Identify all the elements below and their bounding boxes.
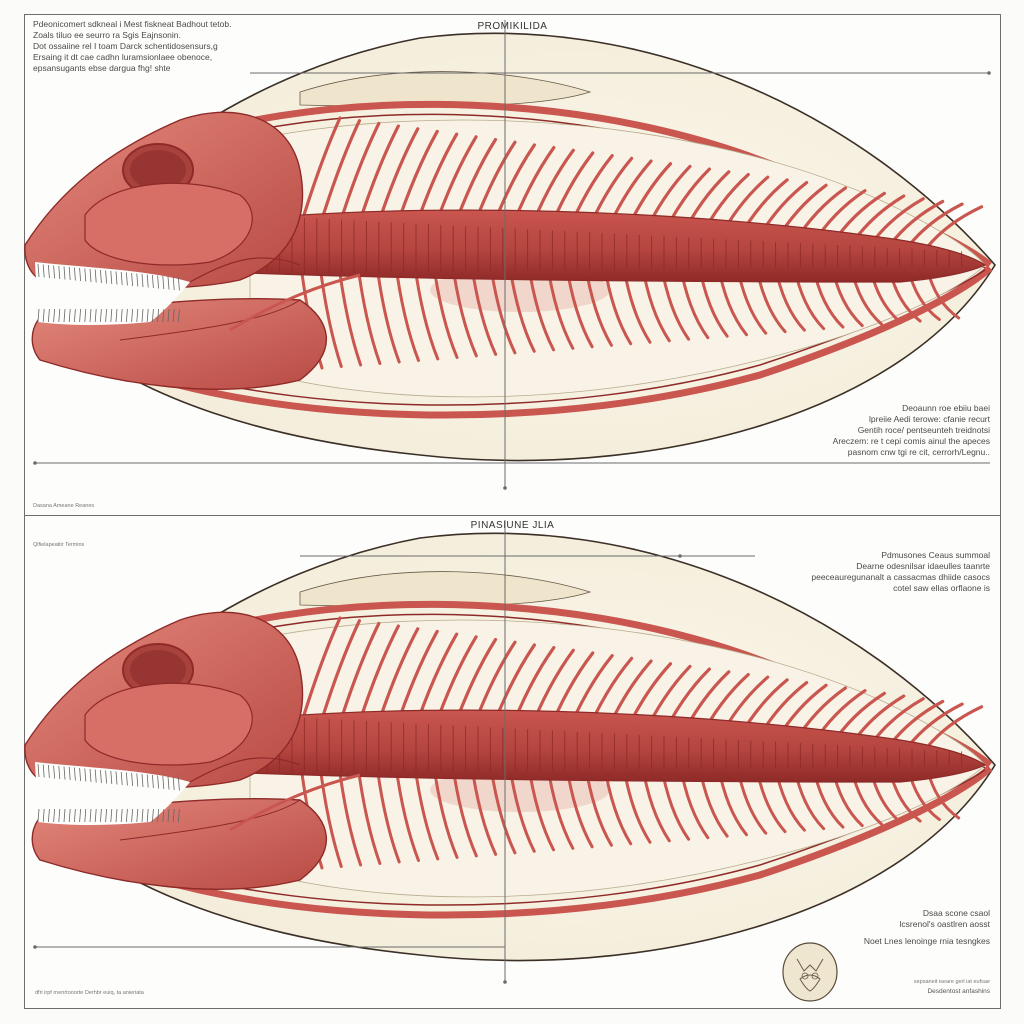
note-line: Pdmusones Ceaus summoal — [881, 550, 990, 560]
note-line: cotel saw ellas orflaone is — [893, 583, 990, 593]
notes-top-left: Pdeonicomert sdkneal i Mest fiskneat Bad… — [33, 19, 231, 74]
note-line: Dsaa scone csaol — [922, 908, 990, 918]
top-panel: PROMIKILIDA Pdeonicomert sdkneal i Mest … — [24, 14, 1001, 516]
note-line: epsansugants ebse dargua fhg! shte — [33, 63, 171, 73]
caption-bottom-left: dfri irpf rnenrtooorte Derhbr euiq, ta a… — [35, 990, 144, 996]
note-line: Ersaing it dt cae cadhn luramsionlaee ob… — [33, 52, 213, 62]
note-line: Gentih roce/ pentseunteh treidnotsi — [857, 425, 990, 435]
emblem-caption: sepsaneit iseare gerl iat eufsae Desdent… — [914, 978, 990, 996]
note-line: peeceauregunanalt a cassacmas dhiide cas… — [811, 572, 990, 582]
panel-title: PROMIKILIDA — [477, 21, 548, 32]
note-line: lcsrenol's oastlren aosst — [899, 919, 990, 929]
note-line: Deoaunn roe ebiiu baei — [902, 403, 990, 413]
notes-bottom-right: Deoaunn roe ebiiu baei lpreiie Aedi tero… — [833, 403, 990, 458]
note-line: Dearne odesnilsar idaeulles taanrte — [856, 561, 990, 571]
note-line: Areczem: re t cepi comis ainul the apece… — [832, 436, 990, 446]
notes-bottom-right: Dsaa scone csaol lcsrenol's oastlren aos… — [864, 908, 990, 947]
note-line: sepsaneit iseare gerl iat eufsae — [913, 979, 990, 985]
skull-emblem-icon — [782, 942, 838, 1002]
note-line: Dot ossaiine rel I toam Darck schentidos… — [33, 41, 218, 51]
panel-title: PINASIUNE JLIA — [470, 520, 555, 531]
note-line: Noet Lnes lenoinge rnia tesngkes — [863, 936, 990, 946]
bottom-panel: PINASIUNE JLIA Qlfielapeatiir Termins Pd… — [24, 515, 1001, 1009]
caption-top-left: Qlfielapeatiir Termins — [33, 542, 85, 548]
note-line: Pdeonicomert sdkneal i Mest fiskneat Bad… — [33, 19, 232, 29]
note-line: pasnom cnw tgi re cit, cerrorh/Legnu.. — [847, 447, 990, 457]
note-line: Zoals tiluo ee seurro ra Sgis Eajnsonin. — [33, 30, 181, 40]
note-line: lpreiie Aedi terowe: cfanie recurt — [869, 414, 990, 424]
caption-bottom-left: Dasana Ameane Reanes — [33, 503, 95, 509]
notes-top-right: Pdmusones Ceaus summoal Dearne odesnilsa… — [811, 550, 990, 594]
note-line: Desdentost anfashins — [927, 988, 990, 995]
